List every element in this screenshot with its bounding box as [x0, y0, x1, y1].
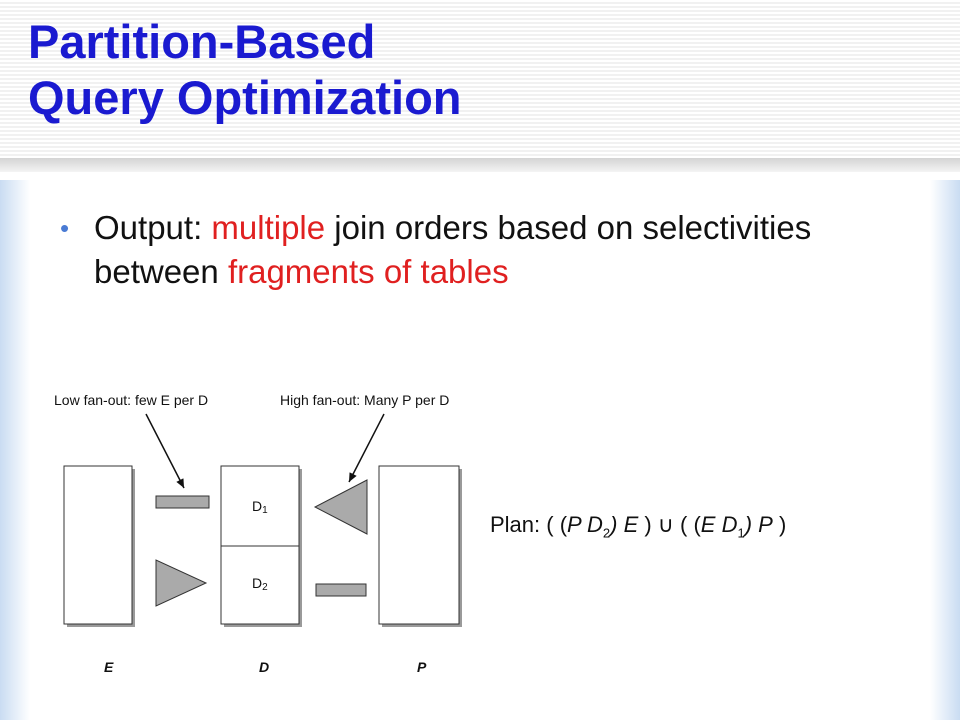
plan-term-3: E D — [700, 512, 738, 537]
bullet-dot-icon: • — [60, 213, 70, 243]
label-d: D — [259, 659, 269, 675]
plan-term-1: P D — [567, 512, 603, 537]
partition-diagram: Low fan-out: few E per D High fan-out: M… — [54, 392, 462, 675]
right-edge-gradient — [930, 180, 960, 720]
plan-formula: Plan: ( (P D2) E ) ∪ ( (E D1) P ) — [490, 512, 786, 540]
plan-term-4: ) P — [744, 512, 773, 537]
bullet-highlight-fragments: fragments of tables — [227, 253, 509, 290]
left-edge-gradient — [0, 180, 30, 720]
table-d — [220, 465, 300, 625]
d2-label: D2 — [252, 575, 268, 593]
plan-union: ) ∪ ( ( — [638, 512, 701, 537]
table-p — [378, 465, 460, 625]
bullet-text: Output: multiple join orders based on se… — [94, 206, 920, 294]
plan-term-2: ) E — [610, 512, 639, 537]
d1-label: D1 — [252, 498, 268, 516]
low-fanout-label: Low fan-out: few E per D — [54, 392, 208, 408]
title-band — [0, 0, 960, 172]
bullet-list: • Output: multiple join orders based on … — [60, 206, 920, 294]
plan-sub-1: 2 — [602, 525, 611, 541]
low-fanout-bar — [155, 495, 210, 509]
bullet-highlight-multiple: multiple — [211, 209, 326, 246]
high-fanout-triangle — [313, 479, 368, 535]
table-e — [63, 465, 133, 625]
bullet-middle: join orders based on selectivities betwe… — [94, 209, 812, 290]
high-fanout-label: High fan-out: Many P per D — [280, 392, 449, 408]
title-line-2: Query Optimization — [28, 71, 462, 124]
title-line-1: Partition-Based — [28, 15, 376, 68]
label-p: P — [417, 659, 427, 675]
bullet-prefix: Output: — [94, 209, 212, 246]
slide-title: Partition-Based Query Optimization — [28, 14, 462, 126]
plan-end: ) — [772, 512, 787, 537]
label-e: E — [104, 659, 114, 675]
low-fanout-arrow — [145, 413, 185, 489]
high-fanout-bar — [315, 583, 367, 597]
low-fanout-triangle — [155, 559, 208, 607]
title-divider — [0, 158, 960, 172]
plan-sub-2: 1 — [737, 525, 745, 541]
high-fanout-arrow — [348, 413, 385, 483]
plan-prefix: Plan: ( ( — [490, 512, 568, 537]
